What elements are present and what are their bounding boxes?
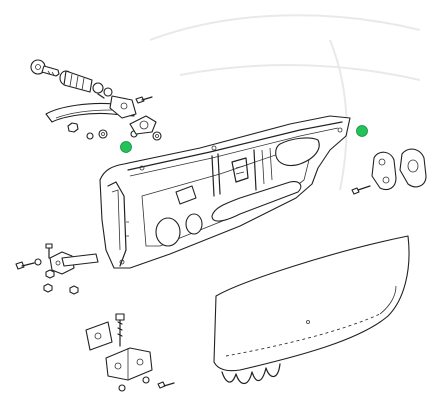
door-trim-panel <box>213 235 410 385</box>
striker-plate-bracket <box>371 151 397 191</box>
door-hinge <box>105 347 153 381</box>
hinge-bolt-long <box>115 313 125 347</box>
hinge-bolt-short <box>157 381 175 389</box>
check-nut-1 <box>45 269 55 279</box>
door-key <box>30 59 60 77</box>
door-inner-frame <box>99 115 351 269</box>
check-bolt-vertical <box>45 243 53 259</box>
green-clip-right[interactable] <box>356 125 368 137</box>
hinge-plate <box>85 321 113 351</box>
lock-cylinder <box>59 70 113 97</box>
check-bolt-left <box>15 261 35 270</box>
small-washer-2 <box>98 129 108 139</box>
check-nut-2 <box>43 283 53 293</box>
hinge-washer-2 <box>118 384 126 392</box>
door-check-bracket <box>49 251 99 275</box>
outer-door-handle <box>45 93 137 123</box>
small-washer-4 <box>152 131 162 141</box>
check-nut-3 <box>69 285 79 295</box>
striker-plate <box>399 148 427 188</box>
handle-nut <box>67 122 79 133</box>
background-car-outline <box>149 14 421 191</box>
small-washer-1 <box>86 132 94 140</box>
hinge-washer-1 <box>142 376 150 384</box>
striker-screw <box>351 185 371 195</box>
lock-bracket <box>129 115 157 135</box>
handle-screw <box>135 96 153 104</box>
green-clip-left[interactable] <box>120 141 132 153</box>
check-washer <box>34 258 42 266</box>
